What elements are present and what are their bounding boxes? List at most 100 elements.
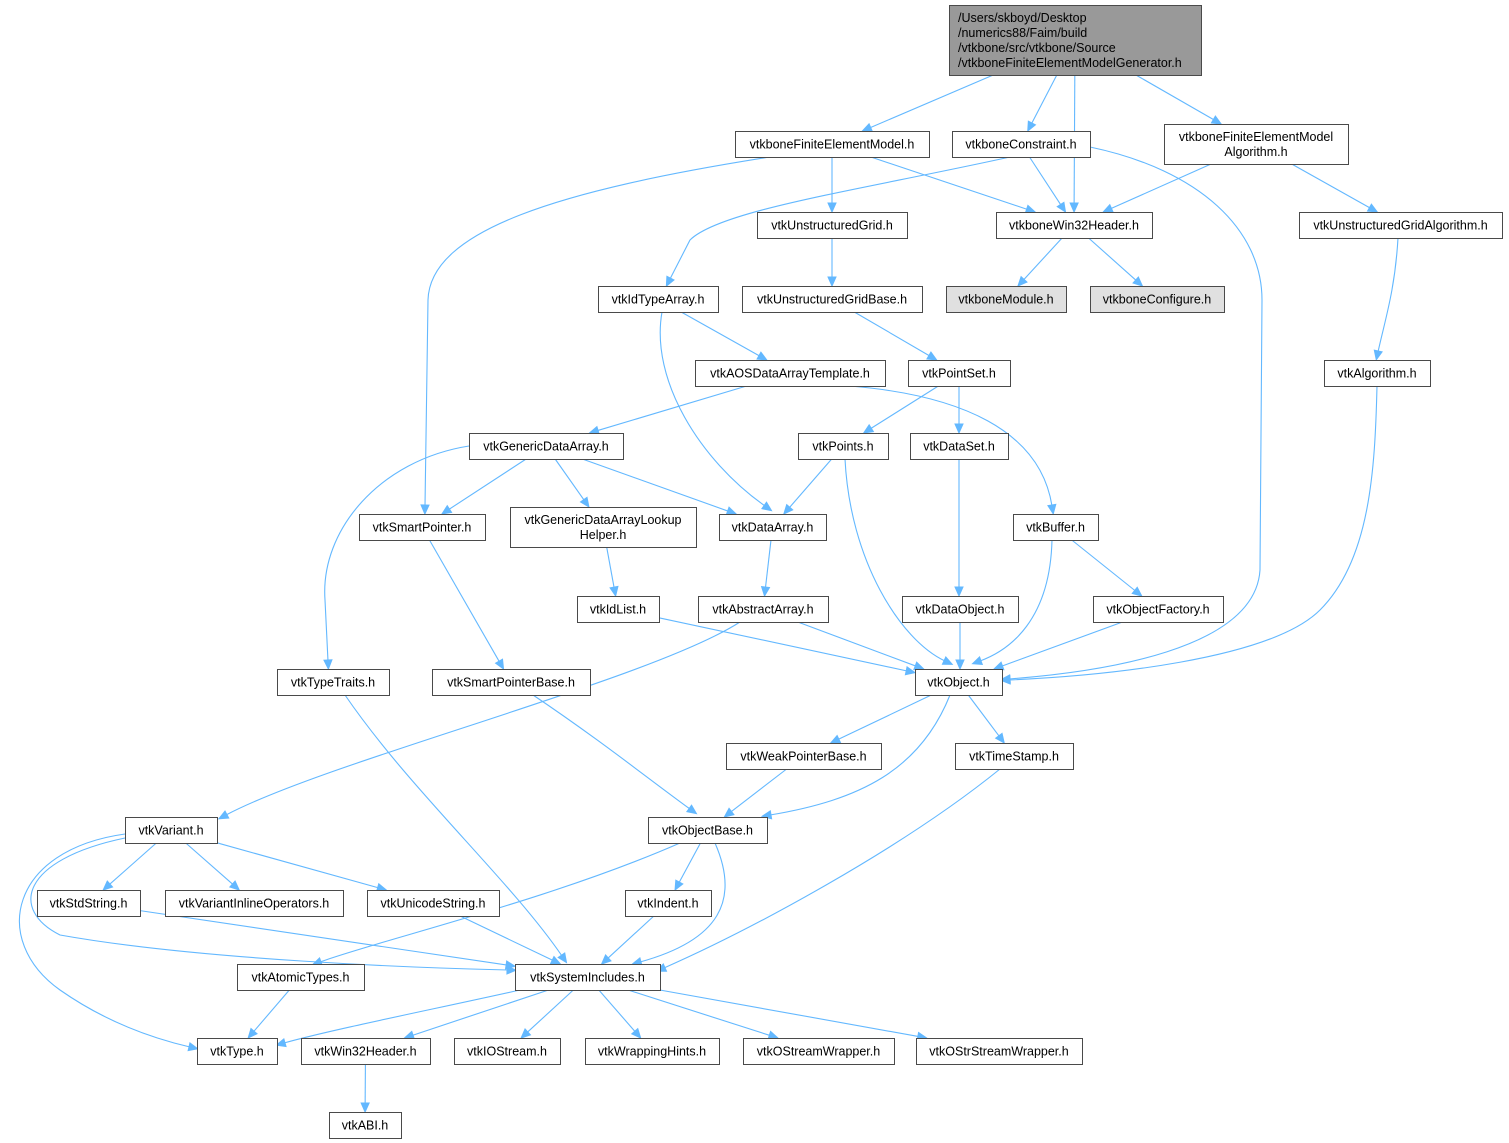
edge-line [658, 617, 908, 672]
edge-line [769, 694, 951, 816]
edge-arrowhead [323, 659, 333, 671]
node-dataset[interactable]: vtkDataSet.h [910, 433, 1009, 460]
node-timestamp[interactable]: vtkTimeStamp.h [955, 743, 1074, 770]
node-box [915, 669, 1003, 696]
edge-line [869, 74, 994, 129]
edge-line [669, 156, 1011, 280]
edge-arrowhead [228, 880, 241, 891]
edge-root-to-constraint [1027, 74, 1058, 133]
node-label: vtkGenericDataArray.h [483, 440, 609, 454]
edge-smartptr-to-smartptrbase [428, 539, 505, 671]
node-fem[interactable]: vtkboneFiniteElementModel.h [735, 131, 930, 158]
edge-win32hdr-to-boneconfig [1088, 237, 1144, 287]
node-objfactory[interactable]: vtkObjectFactory.h [1093, 596, 1224, 623]
node-type[interactable]: vtkType.h [197, 1038, 278, 1065]
node-constraint[interactable]: vtkboneConstraint.h [952, 131, 1091, 158]
node-dataobject[interactable]: vtkDataObject.h [902, 596, 1019, 623]
edge-arrowhead [1210, 115, 1223, 125]
node-stdstring[interactable]: vtkStdString.h [37, 890, 141, 917]
edge-arrowhead [685, 804, 698, 815]
node-label: vtkUnicodeString.h [381, 897, 486, 911]
edge-arrowhead [861, 122, 873, 132]
node-idtype[interactable]: vtkIdTypeArray.h [598, 286, 719, 313]
node-algorithm[interactable]: vtkAlgorithm.h [1324, 360, 1431, 387]
node-buffer[interactable]: vtkBuffer.h [1013, 514, 1099, 541]
edge-root-to-fem [861, 74, 994, 132]
edge-arrowhead [403, 1030, 416, 1040]
edge-arrowhead [994, 732, 1005, 744]
node-label: vtkBuffer.h [1026, 521, 1085, 535]
node-weakptr[interactable]: vtkWeakPointerBase.h [726, 743, 882, 770]
node-box [469, 433, 624, 460]
node-ugridbase[interactable]: vtkUnstructuredGridBase.h [742, 286, 923, 313]
node-smartptrbase[interactable]: vtkSmartPointerBase.h [432, 669, 591, 696]
edge-buffer-to-objfactory [1071, 539, 1143, 597]
edge-arrowhead [992, 661, 1005, 671]
node-atomic[interactable]: vtkAtomicTypes.h [237, 964, 365, 991]
edge-aos-to-generic [588, 385, 747, 435]
edge-line [283, 989, 521, 1044]
node-wrapping[interactable]: vtkWrappingHints.h [585, 1038, 720, 1065]
node-box [735, 131, 930, 158]
edge-femalg-to-win32hdr [1102, 163, 1212, 213]
node-box [902, 596, 1019, 623]
edge-line [1110, 163, 1212, 210]
node-variant[interactable]: vtkVariant.h [125, 817, 218, 844]
node-iostream[interactable]: vtkIOStream.h [454, 1038, 561, 1065]
edge-line [1001, 621, 1123, 667]
edge-object-to-weakptr [829, 694, 932, 744]
node-indent[interactable]: vtkIndent.h [625, 890, 712, 917]
edge-unicode-to-sysinc [459, 915, 562, 965]
edge-sysinc-to-ostrstream [659, 989, 928, 1042]
node-box [949, 5, 1202, 76]
node-dataarray[interactable]: vtkDataArray.h [719, 514, 827, 541]
node-generic[interactable]: vtkGenericDataArray.h [469, 433, 624, 460]
node-unicode[interactable]: vtkUnicodeString.h [367, 890, 500, 917]
edge-root-to-femalg [1135, 74, 1223, 125]
node-root[interactable]: /Users/skboyd/Desktop/numerics88/Faim/bu… [949, 5, 1202, 76]
node-box [1164, 124, 1349, 165]
edge-arrowhead [557, 952, 568, 964]
node-ugridalg[interactable]: vtkUnstructuredGridAlgorithm.h [1299, 212, 1503, 239]
node-smartptr[interactable]: vtkSmartPointer.h [359, 514, 486, 541]
edge-dataset-to-dataobject [954, 459, 964, 598]
node-aos[interactable]: vtkAOSDataArrayTemplate.h [695, 360, 886, 387]
node-points[interactable]: vtkPoints.h [798, 433, 889, 460]
edge-line [797, 621, 917, 667]
node-ostrstream[interactable]: vtkOStrStreamWrapper.h [916, 1038, 1083, 1065]
node-label: vtkIdList.h [590, 603, 646, 617]
edge-line [459, 915, 554, 962]
node-win32[interactable]: vtkWin32Header.h [301, 1038, 431, 1065]
edge-arrowhead [494, 658, 505, 671]
node-abstract[interactable]: vtkAbstractArray.h [698, 596, 829, 623]
node-abi[interactable]: vtkABI.h [329, 1112, 402, 1139]
node-win32hdr[interactable]: vtkboneWin32Header.h [996, 212, 1153, 239]
edge-buffer-to-object [971, 539, 1053, 665]
node-ostream[interactable]: vtkOStreamWrapper.h [743, 1038, 895, 1065]
node-label: vtkAlgorithm.h [1337, 367, 1416, 381]
edge-dataobject-to-object [955, 622, 965, 671]
node-box [908, 360, 1011, 387]
node-typetraits[interactable]: vtkTypeTraits.h [277, 669, 390, 696]
node-objbase[interactable]: vtkObjectBase.h [648, 817, 768, 844]
node-label: vtkWrappingHints.h [598, 1045, 706, 1059]
node-label: vtkTypeTraits.h [291, 676, 375, 690]
node-label: Helper.h [580, 528, 627, 542]
edge-arrowhead [1366, 203, 1379, 213]
node-object[interactable]: vtkObject.h [915, 669, 1003, 696]
edge-arrowhead [971, 656, 984, 665]
edge-arrowhead [1027, 120, 1037, 133]
node-ugrid[interactable]: vtkUnstructuredGrid.h [757, 212, 908, 239]
node-label: vtkSmartPointerBase.h [447, 676, 575, 690]
node-sysinc[interactable]: vtkSystemIncludes.h [515, 964, 661, 991]
edge-ugridbase-to-pointset [854, 311, 938, 361]
node-label: vtkUnstructuredGrid.h [771, 219, 893, 233]
node-varinline[interactable]: vtkVariantInlineOperators.h [165, 890, 344, 917]
edge-line [606, 546, 615, 589]
edge-objbase-to-indent [674, 842, 701, 892]
node-idlist[interactable]: vtkIdList.h [577, 596, 660, 623]
node-box [454, 1038, 561, 1065]
node-pointset[interactable]: vtkPointSet.h [908, 360, 1011, 387]
